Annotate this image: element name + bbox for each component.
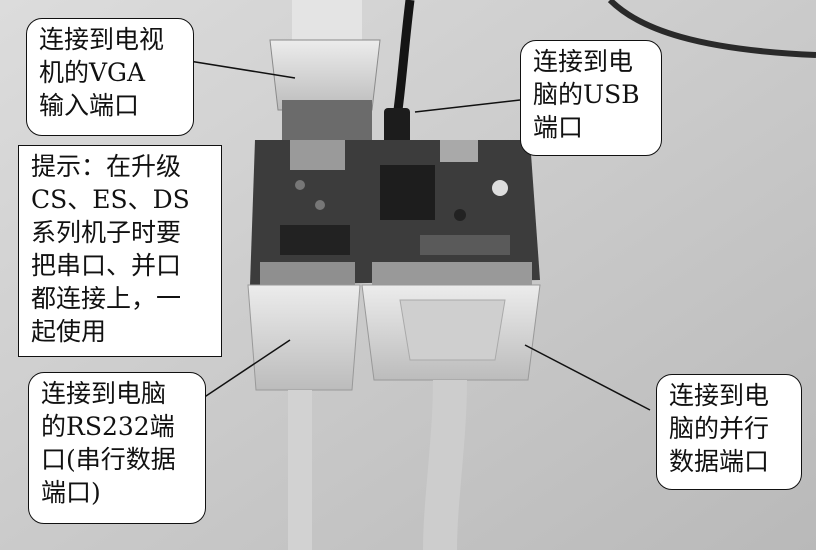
tip-line-1: 提示：在升级 — [31, 152, 182, 181]
usb-plug — [384, 108, 410, 146]
vga-pointer — [182, 59, 296, 79]
rs232-callout-line-1: 连接到电脑 — [41, 379, 167, 408]
usb-cable-top-right — [607, 0, 816, 58]
usb-callout-line-3: 端口 — [533, 113, 584, 142]
vga-cable — [292, 0, 362, 40]
tip-box: 提示：在升级 CS、ES、DS 系列机子时要 把串口、并口 都连接上，一 起使用 — [18, 145, 222, 357]
tip-line-4: 把串口、并口 — [31, 251, 182, 280]
parallel-cable — [423, 379, 467, 550]
serial-port — [260, 262, 355, 288]
tip-line-3: 系列机子时要 — [31, 218, 182, 247]
chip — [380, 165, 435, 220]
serial-connector — [247, 284, 361, 391]
usb-callout: 连接到电 脑的USB 端口 — [520, 40, 662, 156]
rs232-callout-line-3: 口(串行数据 — [41, 445, 176, 474]
parallel-pointer — [524, 344, 651, 411]
vga-connector — [269, 39, 381, 111]
tip-line-5: 都连接上，一 — [31, 284, 182, 313]
usb-cable — [390, 0, 415, 141]
usb-callout-line-1: 连接到电 — [533, 47, 634, 76]
usb-callout-line-2: 脑的USB — [533, 80, 640, 109]
vga-callout-line-2: 机的VGA — [39, 58, 146, 87]
tip-line-2: CS、ES、DS — [31, 185, 190, 214]
parallel-callout: 连接到电 脑的并行 数据端口 — [656, 374, 802, 490]
vga-callout: 连接到电视 机的VGA 输入端口 — [26, 18, 194, 136]
vga-callout-line-3: 输入端口 — [39, 91, 140, 120]
vga-callout-line-1: 连接到电视 — [39, 25, 165, 54]
parallel-callout-line-2: 脑的并行 — [669, 414, 770, 443]
rs232-pointer — [199, 339, 291, 401]
parallel-callout-line-3: 数据端口 — [669, 447, 770, 476]
rs232-callout-line-4: 端口) — [41, 478, 101, 507]
tip-line-6: 起使用 — [31, 317, 107, 346]
rs232-callout-line-2: 的RS232端 — [41, 412, 175, 441]
rs232-callout: 连接到电脑 的RS232端 口(串行数据 端口) — [28, 372, 206, 524]
parallel-callout-line-1: 连接到电 — [669, 381, 770, 410]
usb-pointer — [414, 99, 521, 113]
